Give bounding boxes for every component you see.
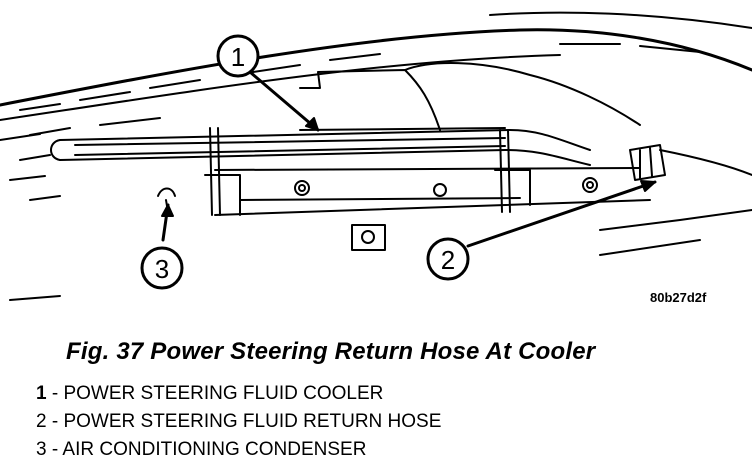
legend-item-separator: - [46,439,63,460]
figure-caption: Fig. 37 Power Steering Return Hose At Co… [66,338,596,365]
leader-lines [161,70,657,248]
legend-item-text: AIR CONDITIONING CONDENSER [62,439,367,460]
legend: 1 - POWER STEERING FLUID COOLER 2 - POWE… [36,380,441,464]
legend-item-text: POWER STEERING FLUID RETURN HOSE [63,411,442,432]
line-drawing: 1 2 3 [0,11,752,301]
cooler-housing [214,62,651,216]
legend-item-text: POWER STEERING FLUID COOLER [63,383,384,404]
callout-3-number: 3 [155,254,169,284]
legend-item: 2 - POWER STEERING FLUID RETURN HOSE [36,408,441,436]
legend-item: 1 - POWER STEERING FLUID COOLER [36,380,441,408]
body-panel [0,11,752,301]
legend-item: 3 - AIR CONDITIONING CONDENSER [36,436,441,464]
mounting-brackets [204,127,531,216]
cooler-tube [50,129,591,166]
legend-item-number: 3 [36,439,47,460]
hose-fitting [629,144,666,181]
legend-item-separator: - [46,383,64,404]
callout-3: 3 [140,246,184,290]
callout-2: 2 [426,237,470,281]
callout-1-number: 1 [231,42,245,72]
image-id: 80b27d2f [650,290,707,305]
legend-item-number: 2 [36,411,47,432]
callout-1: 1 [216,34,260,78]
legend-item-separator: - [46,411,64,432]
legend-item-number: 1 [36,383,47,404]
bolts [294,177,598,251]
callout-2-number: 2 [441,245,455,275]
